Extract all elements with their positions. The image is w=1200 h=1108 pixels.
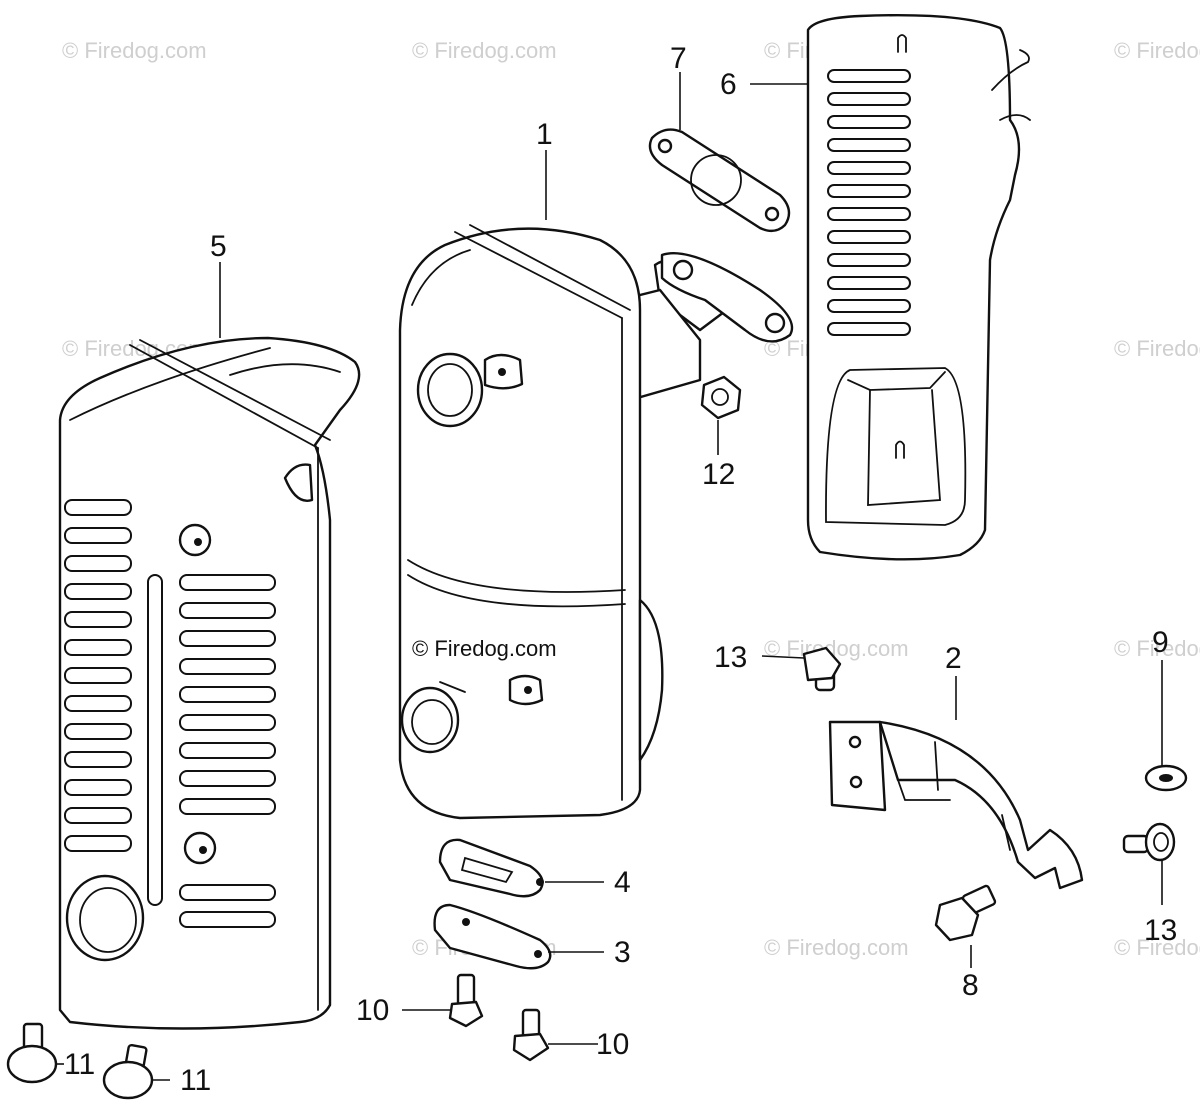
callout-4: 4 <box>614 866 631 899</box>
watermark-center: © Firedog.com <box>412 636 557 661</box>
callout-11: 11 <box>180 1064 211 1097</box>
muffler-protector-right <box>806 14 1031 561</box>
callout-2: 2 <box>945 642 962 675</box>
exhaust-gasket <box>648 128 791 233</box>
callout-1: 1 <box>536 118 553 151</box>
muffler-gasket <box>438 838 544 898</box>
muffler-body <box>398 224 794 820</box>
callout-3: 3 <box>614 936 631 969</box>
hex-bolt <box>448 973 484 1028</box>
flange-bolt <box>6 1022 58 1084</box>
flange-bolt <box>802 646 842 692</box>
callout-8: 8 <box>962 969 979 1002</box>
watermark: © Firedog.com <box>764 935 909 960</box>
watermark: © Firedog.com <box>1114 38 1200 63</box>
leader-lines <box>56 72 1163 1081</box>
watermark: © Firedog.com <box>1114 636 1200 661</box>
heat-plate <box>433 903 552 970</box>
washer <box>1144 764 1188 792</box>
muffler-protector-left <box>58 336 361 1030</box>
callout-10: 10 <box>596 1028 629 1061</box>
watermark: © Firedog.com <box>412 38 557 63</box>
callout-10: 10 <box>356 994 389 1027</box>
muffler-band <box>828 720 1084 890</box>
flange-nut <box>700 375 742 420</box>
hex-bolt <box>512 1008 550 1062</box>
vent-slots <box>827 69 911 336</box>
callout-6: 6 <box>720 68 737 101</box>
callouts: 1 2 3 4 5 6 7 8 9 10 10 11 11 12 13 13 <box>64 42 1177 1097</box>
flange-bolt <box>102 1043 154 1100</box>
callout-9: 9 <box>1152 626 1169 659</box>
callout-11: 11 <box>64 1048 95 1081</box>
flange-bolt <box>1122 822 1176 862</box>
watermark: © Firedog.com <box>1114 935 1200 960</box>
callout-5: 5 <box>210 230 227 263</box>
watermark: © Firedog.com <box>1114 336 1200 361</box>
watermark: © Firedog.com <box>62 38 207 63</box>
vent-slots <box>64 499 276 928</box>
callout-12: 12 <box>702 458 735 491</box>
callout-13: 13 <box>714 641 747 674</box>
callout-13: 13 <box>1144 914 1177 947</box>
callout-7: 7 <box>670 42 687 75</box>
hex-bolt <box>934 884 997 942</box>
